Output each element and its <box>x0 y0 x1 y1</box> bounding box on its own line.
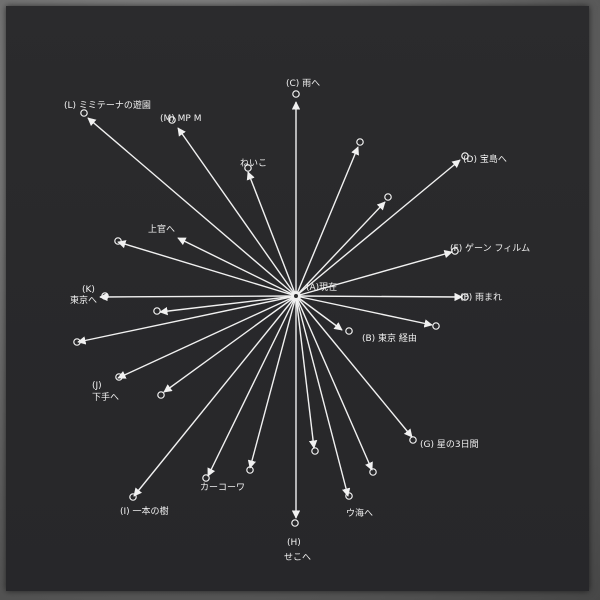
arrow-seagull <box>207 295 297 477</box>
label-i: (I) 一本の樹 <box>120 505 169 517</box>
label-c: (C) 雨へ <box>286 78 320 89</box>
node-14 <box>73 338 81 346</box>
label-d: (D) 宝島へ <box>463 153 507 165</box>
nodes <box>73 90 469 527</box>
arrow-m <box>177 127 297 297</box>
arrow-g <box>295 295 413 438</box>
node-13 <box>345 327 353 335</box>
arrow-top-right <box>295 146 359 297</box>
arrow-left-down <box>163 295 297 393</box>
label-b: (B) 東京 経由 <box>362 332 417 344</box>
arrow-f1 <box>295 250 453 297</box>
arrow-lines <box>77 101 463 519</box>
node-23 <box>369 468 377 476</box>
node-17 <box>409 436 417 444</box>
node-5 <box>168 116 176 124</box>
arrow-down-mid <box>295 295 318 449</box>
arrow-right-low <box>295 295 433 328</box>
node-3 <box>384 193 392 201</box>
node-7 <box>114 237 122 245</box>
label-f2: (F) 雨まれ <box>460 292 502 303</box>
node-11 <box>153 307 161 315</box>
node-24 <box>345 492 353 500</box>
node-6 <box>244 164 252 172</box>
node-10 <box>461 293 469 301</box>
node-9 <box>451 247 459 255</box>
label-h2: せこへ <box>284 552 311 563</box>
arrow-jou <box>177 237 297 297</box>
label-j1: (J) <box>92 381 102 391</box>
label-j2: 下手へ <box>92 391 119 403</box>
label-g: (G) 星の3日間 <box>420 439 479 450</box>
node-19 <box>202 474 210 482</box>
node-15 <box>115 373 123 381</box>
node-8 <box>101 292 109 300</box>
label-k2: 東京へ <box>70 294 97 306</box>
arrow-left-upper <box>117 240 297 297</box>
arrow-j <box>117 295 297 379</box>
arrow-right-upper <box>295 201 386 297</box>
node-1 <box>356 138 364 146</box>
label-nikuko: ねいこ <box>240 158 267 169</box>
node-12 <box>432 322 440 330</box>
node-18 <box>129 493 137 501</box>
label-seagull: カーコーワ <box>200 482 245 493</box>
arrow-b <box>295 295 343 331</box>
node-16 <box>157 391 165 399</box>
node-21 <box>291 519 299 527</box>
label-umihe: ウ海へ <box>346 507 373 519</box>
label-jou: 上官へ <box>148 223 175 235</box>
node-0 <box>292 90 300 98</box>
label-k1: (K) <box>82 285 95 295</box>
node-22 <box>311 447 319 455</box>
node-2 <box>461 152 469 160</box>
arrow-l <box>87 117 297 297</box>
node-4 <box>80 109 88 117</box>
arrow-left-low <box>77 295 297 345</box>
center-node-dot <box>294 294 298 298</box>
arrow-i <box>133 295 297 497</box>
arrow-umihe <box>295 295 351 497</box>
arrow-d <box>295 159 461 297</box>
center-label: (A)現在 <box>306 281 337 293</box>
label-m: (M) MP M <box>160 114 201 124</box>
arrow-down-left <box>247 295 297 469</box>
arrow-k <box>99 292 297 302</box>
arrow-nikuko <box>246 171 297 297</box>
arrow-f2 <box>295 292 463 302</box>
label-f1: (F) ゲーン フィルム <box>450 242 530 254</box>
label-l: (L) ミミテーナの遊園 <box>64 99 151 111</box>
label-h1: (H) <box>287 538 301 548</box>
arrow-left-mid <box>159 295 297 316</box>
node-20 <box>246 466 254 474</box>
arrow-down-right <box>295 295 373 471</box>
